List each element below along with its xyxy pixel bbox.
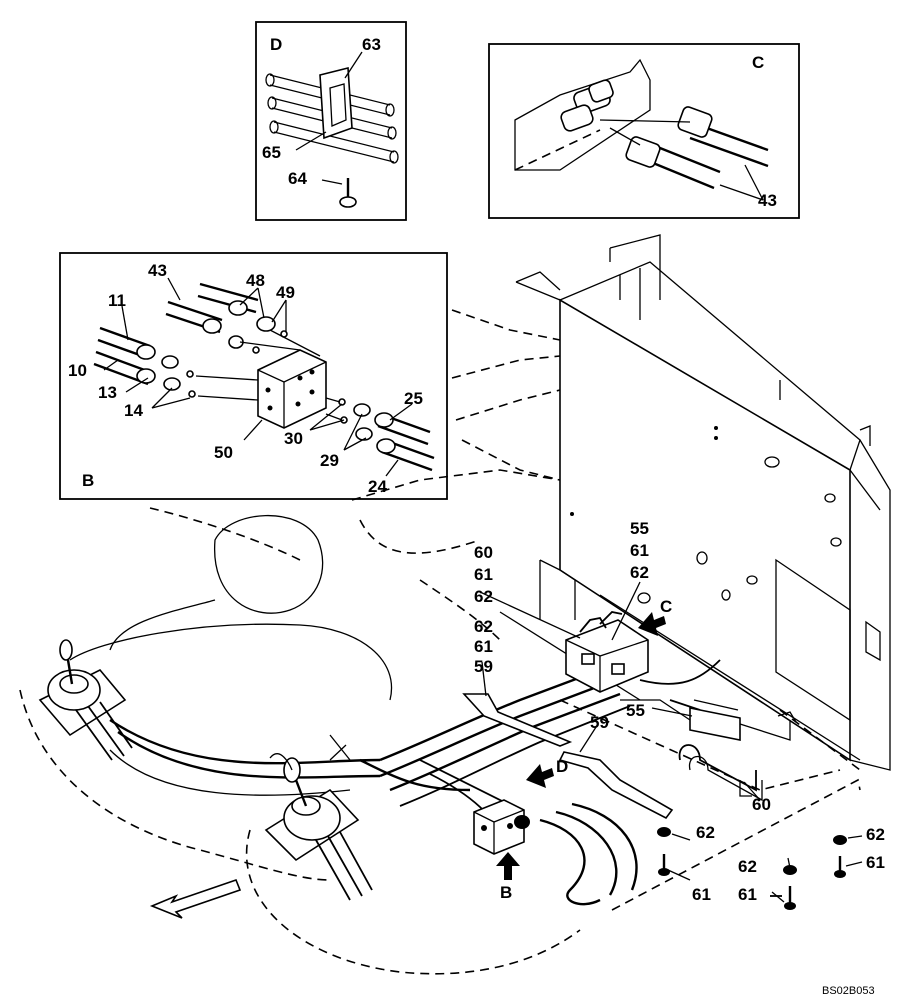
callout-13: 13 (98, 383, 117, 402)
detail-view-b-letter: B (82, 471, 94, 490)
seat-outline (69, 514, 393, 701)
callout-60: 60 (752, 795, 771, 814)
callout-59-mid: 59 (474, 657, 493, 676)
valve-assembly-c (565, 611, 649, 693)
detail-view-c-frame (488, 43, 800, 219)
bracket-63-window (329, 83, 347, 127)
callout-11: 11 (108, 291, 126, 310)
callout-61-b: 61 (738, 885, 757, 904)
callout-62-mid: 62 (474, 617, 493, 636)
detail-c-dashed (514, 129, 601, 171)
callout-60-left: 60 (474, 543, 493, 562)
view-arrow-d-letter: D (556, 757, 568, 776)
washer-62a (657, 827, 671, 837)
callout-55-top: 55 (630, 519, 649, 538)
view-arrow-c-letter: C (660, 597, 672, 616)
bracket-55 (689, 699, 797, 741)
bracket-60 (678, 744, 763, 802)
leader-64 (321, 179, 343, 185)
view-arrow-d: D (526, 757, 568, 788)
detail-b-upper-hoses (165, 282, 321, 357)
callout-43-c: 43 (758, 191, 777, 210)
callout-55: 55 (626, 701, 645, 720)
callout-64: 64 (288, 169, 307, 188)
detail-c-plate (514, 58, 651, 171)
left-control-lever (38, 639, 381, 796)
callout-59: 59 (590, 713, 609, 732)
right-control-lever (264, 753, 471, 901)
view-arrow-c: C (638, 597, 672, 636)
detail-view-b: B (59, 252, 448, 500)
callout-61-top: 61 (630, 541, 649, 560)
detail-c-hoses (599, 106, 769, 190)
detail-view-d: D 63 65 64 (255, 21, 407, 221)
washer-62b (783, 865, 797, 875)
main-callouts: 55 61 62 60 61 62 62 61 59 55 59 60 62 6… (474, 519, 885, 904)
detail-view-d-letter: D (270, 35, 282, 54)
callout-62-c: 62 (866, 825, 885, 844)
callout-61-mid: 61 (474, 637, 493, 656)
detail-d-pipes (265, 73, 399, 164)
detail-view-c-letter: C (752, 53, 764, 72)
callout-48: 48 (246, 271, 265, 290)
callout-65: 65 (262, 143, 281, 162)
washer-62c (833, 835, 847, 845)
front-direction-arrow (149, 878, 242, 919)
bolt-64-head (339, 196, 357, 208)
detail-b-left-hoses (93, 326, 259, 401)
callout-62-top: 62 (630, 563, 649, 582)
figure-reference: BS02B053 (822, 985, 875, 997)
callout-24: 24 (368, 477, 387, 496)
callout-62-left: 62 (474, 587, 493, 606)
callout-61-c: 61 (866, 853, 885, 872)
detail-c-fittings (560, 79, 614, 132)
bracket-59 (462, 693, 674, 820)
leader-43-c (719, 164, 764, 201)
callout-63: 63 (362, 35, 381, 54)
main-leaders (479, 581, 863, 903)
callout-43-b: 43 (148, 261, 167, 280)
valve-block-b (473, 799, 530, 855)
callout-49: 49 (276, 283, 295, 302)
callout-10: 10 (68, 361, 87, 380)
callout-50: 50 (214, 443, 233, 462)
callout-30: 30 (284, 429, 303, 448)
callout-29: 29 (320, 451, 339, 470)
detail-view-c: C 43 (488, 43, 800, 219)
machine-frame (499, 234, 891, 771)
detail-b-leaders (103, 277, 413, 477)
dashed-outlines (19, 309, 861, 975)
view-arrow-b: B (496, 852, 520, 902)
callout-14: 14 (124, 401, 143, 420)
hose-harness (329, 659, 721, 906)
callout-62-a: 62 (696, 823, 715, 842)
callout-62-b: 62 (738, 857, 757, 876)
fasteners (657, 827, 847, 910)
valve-block-50-ports (265, 369, 315, 411)
detail-view-b-frame (59, 252, 448, 500)
callout-25: 25 (404, 389, 423, 408)
leader-65 (295, 131, 327, 151)
valve-block-50-edges (257, 361, 327, 428)
detail-b-right-hoses (325, 397, 435, 472)
callout-61-a: 61 (692, 885, 711, 904)
bracket-63-shape (319, 66, 353, 140)
callout-61-left: 61 (474, 565, 493, 584)
view-arrow-b-letter: B (500, 883, 512, 902)
detail-view-d-frame (255, 21, 407, 221)
leader-63 (344, 51, 363, 79)
